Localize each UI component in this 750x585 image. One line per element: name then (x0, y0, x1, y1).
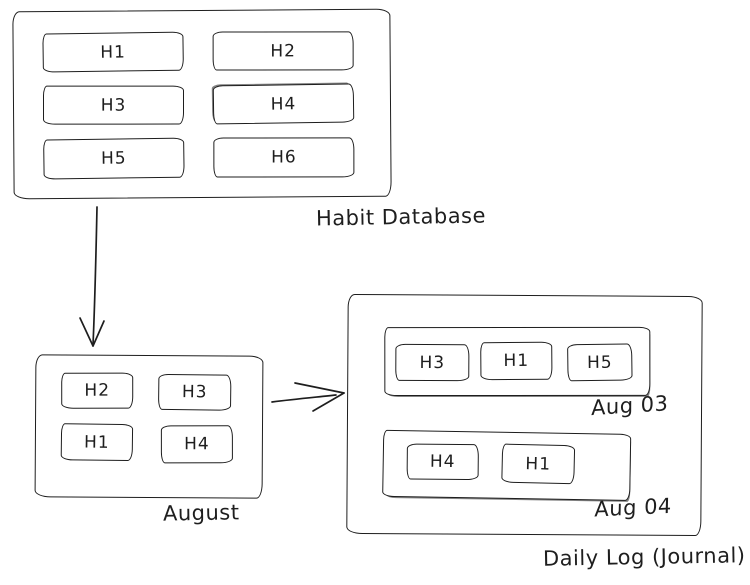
habit-chip-h6: H6 (213, 137, 355, 178)
habit-database-label: Habit Database (315, 203, 487, 231)
habit-chip-h2: H2 (212, 31, 354, 71)
aug03-chip-h5: H5 (567, 343, 633, 382)
habit-database-box: H1 H2 H3 H4 H5 H6 (12, 8, 392, 200)
habit-chip-h3: H3 (42, 85, 185, 125)
daily-log-day-row-aug04: H4 H1 (382, 429, 632, 501)
daily-log-label: Daily Log (Journal) (542, 543, 746, 571)
august-box: H2 H3 H1 H4 (34, 354, 264, 499)
arrow-right-icon (271, 382, 345, 412)
daily-log-day-row-aug03: H3 H1 H5 (384, 326, 651, 397)
aug04-chip-h1: H1 (501, 443, 576, 485)
aug03-chip-h1: H1 (480, 341, 553, 381)
aug03-label: Aug 03 (591, 391, 669, 421)
aug03-chip-h3: H3 (395, 343, 470, 382)
aug04-chip-h4: H4 (406, 443, 479, 481)
habit-chip-h5: H5 (43, 137, 185, 180)
aug04-label: Aug 04 (594, 493, 673, 522)
august-chip-h1: H1 (60, 423, 134, 462)
august-chip-h3: H3 (157, 373, 232, 411)
habit-chip-h1: H1 (42, 31, 184, 73)
august-chip-h4: H4 (160, 425, 233, 464)
august-chip-h2: H2 (61, 372, 134, 409)
daily-log-box: H3 H1 H5 Aug 03 H4 H1 Aug 04 (346, 293, 703, 537)
arrow-down-icon (79, 206, 105, 347)
august-label: August (162, 500, 240, 526)
habit-chip-h4: H4 (212, 83, 355, 125)
